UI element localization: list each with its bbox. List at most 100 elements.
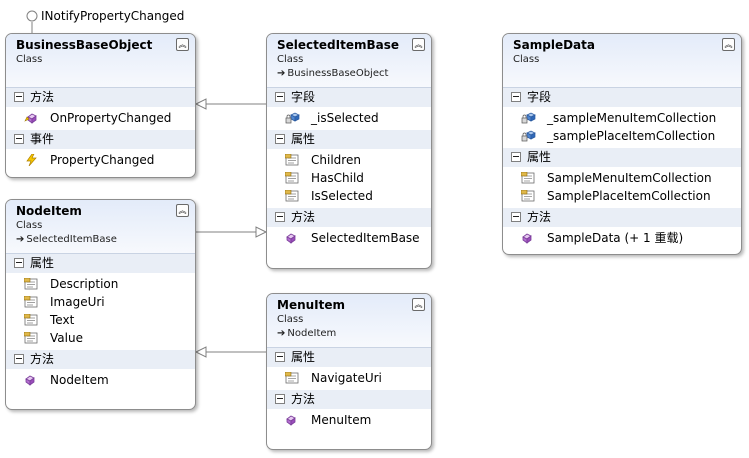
member-label: _samplePlaceItemCollection xyxy=(547,129,716,143)
member-nodeitem[interactable]: NodeItem xyxy=(6,371,195,389)
member-isselected[interactable]: IsSelected xyxy=(267,187,431,205)
section-members: _sampleMenuItemCollection _samplePlaceIte… xyxy=(503,107,741,148)
section-members: SelectedItemBase xyxy=(267,227,431,250)
collapse-chevron-icon[interactable]: ︽ xyxy=(412,38,425,51)
section-title: 属性 xyxy=(291,350,316,364)
property-icon xyxy=(285,154,300,166)
section-collapse-icon[interactable] xyxy=(275,351,285,362)
section-collapse-icon[interactable] xyxy=(14,353,24,364)
section-title: 方法 xyxy=(30,90,55,104)
section-header[interactable]: 事件 xyxy=(6,130,195,149)
section-title: 属性 xyxy=(527,150,552,164)
field-private-icon xyxy=(521,130,536,142)
member-sampleplaceitemcollection[interactable]: SamplePlaceItemCollection xyxy=(503,187,741,205)
section-collapse-icon[interactable] xyxy=(275,393,285,404)
section-header[interactable]: 方法 xyxy=(267,208,431,227)
collapse-chevron-icon[interactable]: ︽ xyxy=(412,298,425,311)
section-collapse-icon[interactable] xyxy=(511,151,521,162)
section-collapse-icon[interactable] xyxy=(14,257,24,268)
member-haschild[interactable]: HasChild xyxy=(267,169,431,187)
section-title: 属性 xyxy=(30,256,55,270)
property-icon xyxy=(285,372,300,384)
section-header[interactable]: 方法 xyxy=(503,208,741,227)
member-menuitem[interactable]: MenuItem xyxy=(267,411,431,429)
section-header[interactable]: 方法 xyxy=(267,390,431,409)
section-members: _isSelected xyxy=(267,107,431,130)
method-icon xyxy=(24,374,39,386)
property-icon xyxy=(521,172,536,184)
section-title: 事件 xyxy=(30,132,55,146)
member-navigateuri[interactable]: NavigateUri xyxy=(267,369,431,387)
section-members: NodeItem xyxy=(6,369,195,392)
member-label: SampleData (+ 1 重载) xyxy=(547,231,684,245)
member-samplemenuitemcollection[interactable]: _sampleMenuItemCollection xyxy=(503,109,741,127)
member-value[interactable]: Value xyxy=(6,329,195,347)
member-selecteditembase[interactable]: SelectedItemBase xyxy=(267,229,431,247)
member-imageuri[interactable]: ImageUri xyxy=(6,293,195,311)
member-label: Description xyxy=(50,277,119,291)
inheritance-arrowhead-nodeitem xyxy=(194,346,207,358)
property-icon xyxy=(285,172,300,184)
section-header[interactable]: 属性 xyxy=(267,348,431,367)
member-onpropertychanged[interactable]: OnPropertyChanged xyxy=(6,109,195,127)
section-members: PropertyChanged xyxy=(6,149,195,172)
section-collapse-icon[interactable] xyxy=(275,91,285,102)
base-arrow-icon: ➔ xyxy=(277,68,286,79)
collapse-chevron-icon[interactable]: ︽ xyxy=(722,38,735,51)
section-header[interactable]: 属性 xyxy=(6,254,195,273)
section-collapse-icon[interactable] xyxy=(275,211,285,222)
member-isselected[interactable]: _isSelected xyxy=(267,109,431,127)
section-title: 方法 xyxy=(527,210,552,224)
member-sampleplaceitemcollection[interactable]: _samplePlaceItemCollection xyxy=(503,127,741,145)
member-propertychanged[interactable]: PropertyChanged xyxy=(6,151,195,169)
section-header[interactable]: 方法 xyxy=(6,350,195,369)
member-sampledata-1[interactable]: SampleData (+ 1 重载) xyxy=(503,229,741,247)
property-icon xyxy=(521,190,536,202)
property-icon xyxy=(24,296,39,308)
member-label: _isSelected xyxy=(311,111,379,125)
section-header[interactable]: 字段 xyxy=(267,88,431,107)
section-header[interactable]: 方法 xyxy=(6,88,195,107)
section-header[interactable]: 属性 xyxy=(267,130,431,149)
section-collapse-icon[interactable] xyxy=(14,133,24,144)
collapse-chevron-icon[interactable]: ︽ xyxy=(176,38,189,51)
method-icon xyxy=(285,414,300,426)
base-type-name: BusinessBaseObject xyxy=(287,68,389,79)
section-members: NavigateUri xyxy=(267,367,431,390)
class-name: MenuItem xyxy=(277,298,346,312)
base-type-name: SelectedItemBase xyxy=(26,234,117,245)
section-collapse-icon[interactable] xyxy=(511,91,521,102)
section-collapse-icon[interactable] xyxy=(14,91,24,102)
section-collapse-icon[interactable] xyxy=(275,133,285,144)
section-header[interactable]: 字段 xyxy=(503,88,741,107)
section-title: 方法 xyxy=(291,392,316,406)
member-label: Children xyxy=(311,153,361,167)
member-description[interactable]: Description xyxy=(6,275,195,293)
member-label: Text xyxy=(50,313,75,327)
member-children[interactable]: Children xyxy=(267,151,431,169)
member-label: _sampleMenuItemCollection xyxy=(547,111,717,125)
section-collapse-icon[interactable] xyxy=(511,211,521,222)
collapse-chevron-icon[interactable]: ︽ xyxy=(176,204,189,217)
member-text[interactable]: Text xyxy=(6,311,195,329)
section-title: 属性 xyxy=(291,132,316,146)
base-arrow-icon: ➔ xyxy=(277,328,286,339)
method-protected-icon xyxy=(24,112,39,124)
class-stereotype: Class xyxy=(277,314,304,325)
interface-lollipop-icon xyxy=(26,10,38,22)
section-header[interactable]: 属性 xyxy=(503,148,741,167)
member-samplemenuitemcollection[interactable]: SampleMenuItemCollection xyxy=(503,169,741,187)
